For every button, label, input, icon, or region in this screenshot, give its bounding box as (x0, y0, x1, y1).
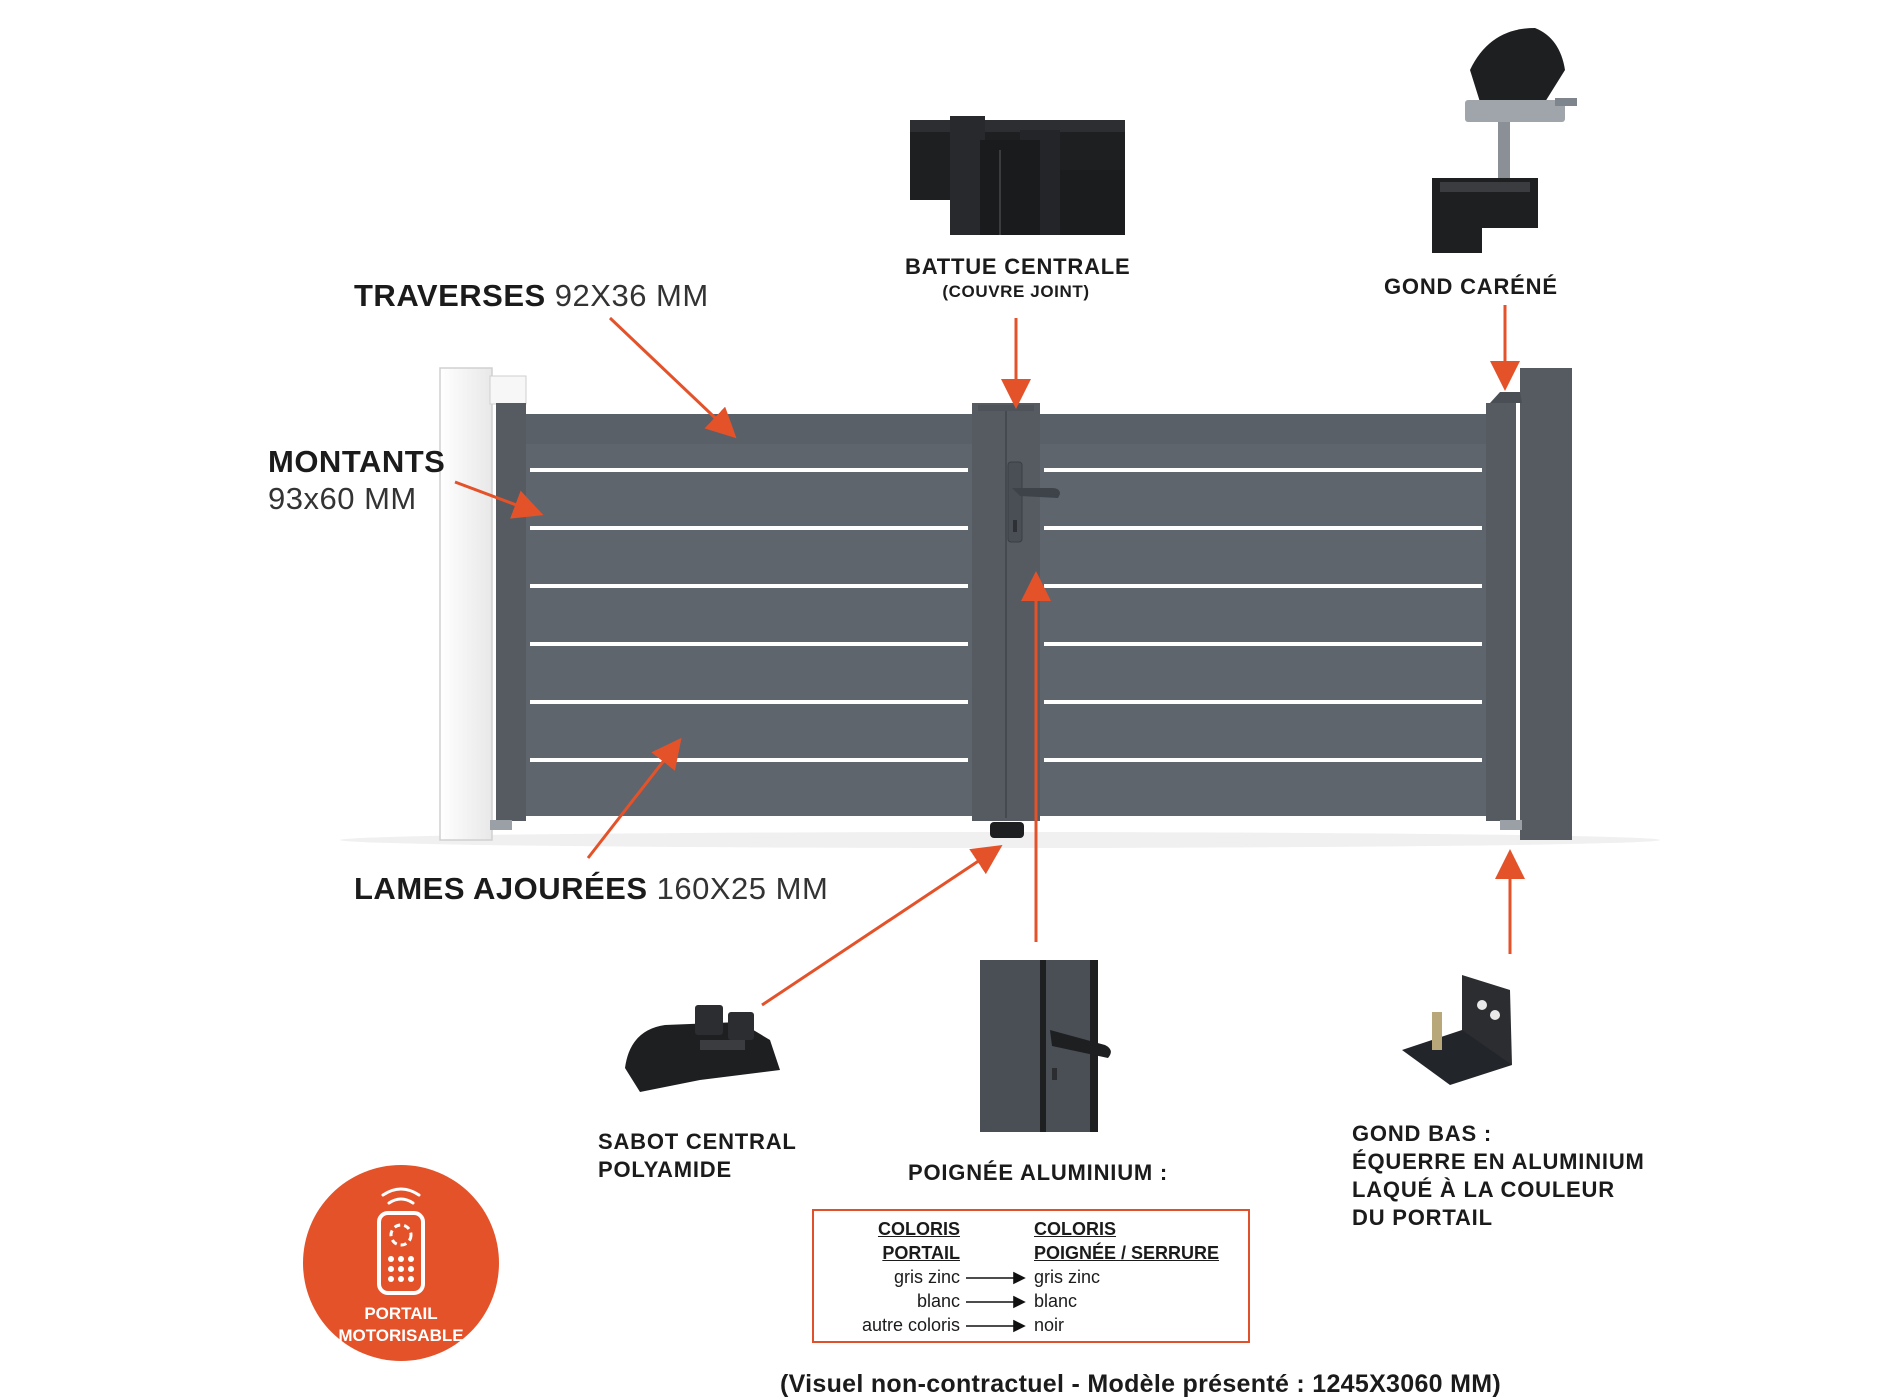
label-battue: BATTUE CENTRALE (COUVRE JOINT) (905, 254, 1131, 302)
right-pillar (1520, 368, 1572, 840)
arrow-montants (454, 480, 544, 519)
color-table-left-header: COLORIS PORTAIL (856, 1217, 960, 1265)
arrow-sabot (761, 845, 1003, 1007)
battue-detail-image (910, 116, 1125, 235)
ground-shadow (340, 832, 1660, 848)
label-sabot-line2: POLYAMIDE (598, 1157, 732, 1182)
label-gond-carene: GOND CARÉNÉ (1384, 274, 1558, 299)
label-gond-bas-line4: DU PORTAIL (1352, 1205, 1493, 1230)
label-battue-line1: BATTUE CENTRALE (905, 254, 1131, 279)
label-sabot: SABOT CENTRAL POLYAMIDE (598, 1128, 797, 1184)
arrow-lames (586, 737, 682, 859)
badge-line2: MOTORISABLE (338, 1326, 464, 1345)
poignee-detail-image (980, 960, 1111, 1132)
label-lames: LAMES AJOURÉES 160X25 MM (354, 871, 828, 907)
color-table-right-header: COLORIS POIGNÉE / SERRURE (1034, 1217, 1219, 1265)
label-traverses-dim: 92X36 MM (545, 278, 709, 313)
table-row-poignee: blanc (1034, 1291, 1078, 1311)
table-row-poignee: noir (1034, 1315, 1065, 1335)
label-gond-bas-line2: ÉQUERRE EN ALUMINIUM (1352, 1149, 1645, 1174)
table-row-portail: autre coloris (861, 1315, 960, 1335)
sabot-small (990, 822, 1024, 838)
label-lames-dim: 160X25 MM (647, 871, 829, 906)
label-montants: MONTANTS 93x60 MM (268, 443, 445, 517)
label-poignee: POIGNÉE ALUMINIUM : (908, 1160, 1169, 1185)
gond-bas-detail-image (1402, 975, 1512, 1085)
bottom-hinge-right (1500, 820, 1522, 830)
remote-control-icon (377, 1187, 425, 1295)
left-header-line2: PORTAIL (882, 1243, 960, 1263)
badge-line1: PORTAIL (364, 1304, 438, 1323)
gond-carene-detail-image (1432, 28, 1577, 253)
bottom-hinge-left (490, 820, 512, 830)
label-lames-bold: LAMES AJOURÉES (354, 871, 648, 906)
callout-arrows (454, 305, 1525, 1007)
label-battue-line2: (COUVRE JOINT) (942, 282, 1090, 301)
right-header-line1: COLORIS (1034, 1219, 1117, 1239)
label-gond-bas-line3: LAQUÉ À LA COULEUR (1352, 1177, 1615, 1202)
label-gond-bas-line1: GOND BAS : (1352, 1121, 1492, 1146)
table-row-poignee: gris zinc (1034, 1267, 1101, 1287)
gate-leaf-right (1040, 403, 1516, 821)
label-traverses-bold: TRAVERSES (354, 278, 546, 313)
table-row-portail: gris zinc (893, 1267, 960, 1287)
label-montants-dim: 93x60 MM (268, 481, 417, 516)
left-header-line1: COLORIS (877, 1219, 960, 1239)
sabot-detail-image (625, 1005, 780, 1092)
arrow-traverses (608, 316, 737, 439)
label-traverses: TRAVERSES 92X36 MM (354, 278, 709, 314)
gond-carene-small (1490, 392, 1522, 403)
gate-handle (1007, 461, 1060, 543)
motorisable-badge: PORTAIL MOTORISABLE (303, 1165, 499, 1361)
top-rail-left (526, 414, 972, 444)
center-battue (972, 403, 1040, 821)
top-rail-right (1040, 414, 1486, 444)
label-sabot-line1: SABOT CENTRAL (598, 1129, 797, 1154)
label-gond-bas: GOND BAS : ÉQUERRE EN ALUMINIUM LAQUÉ À … (1352, 1120, 1645, 1232)
right-header-line2: POIGNÉE / SERRURE (1034, 1243, 1220, 1263)
left-wall-post (439, 367, 527, 841)
footnote: (Visuel non-contractuel - Modèle présent… (780, 1370, 1501, 1398)
gate-leaf-left (496, 403, 972, 821)
color-table: COLORIS PORTAIL COLORIS POIGNÉE / SERRUR… (812, 1209, 1250, 1343)
label-montants-bold: MONTANTS (268, 444, 446, 479)
table-row-portail: blanc (916, 1291, 960, 1311)
table-arrows (966, 1271, 1026, 1333)
slat-gaps (530, 468, 1482, 762)
